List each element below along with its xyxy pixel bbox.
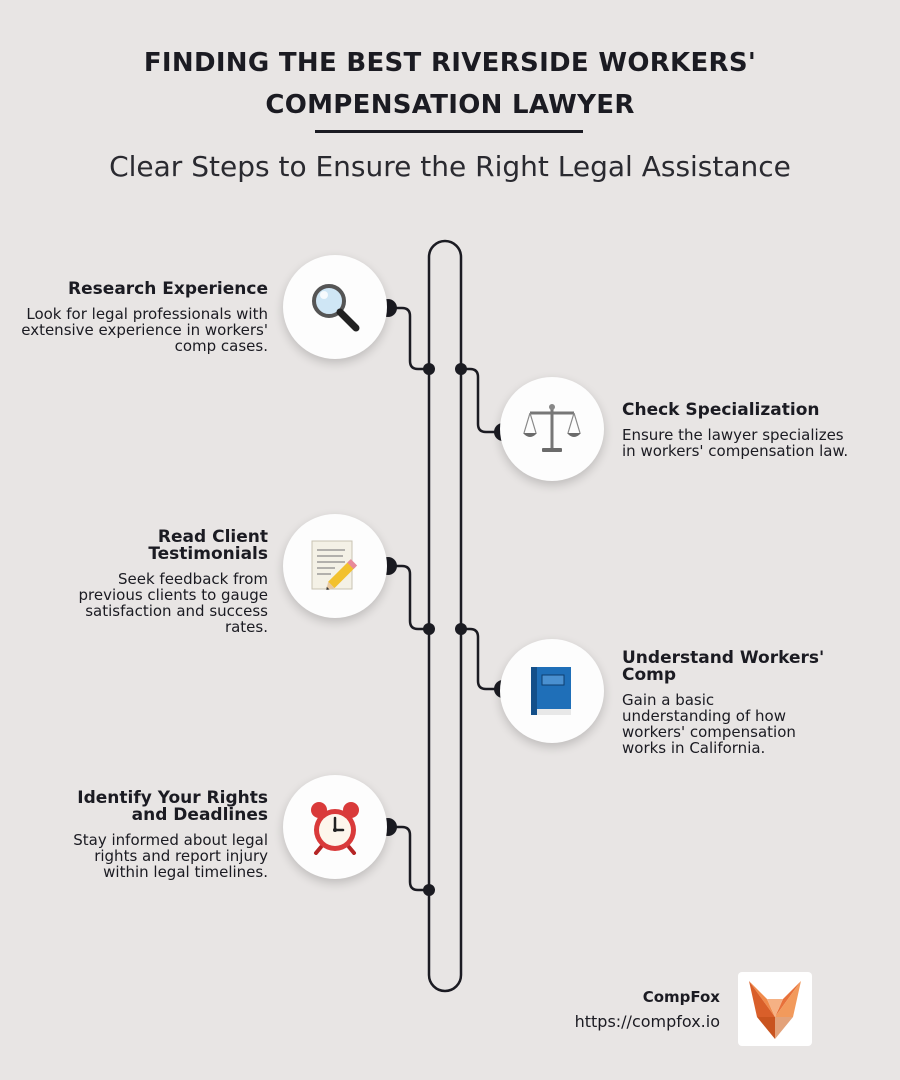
step-2-text: Check Specialization Ensure the lawyer s… [622,400,862,460]
blue-book-icon [531,667,571,715]
compfox-logo [738,972,812,1046]
step-5-title: Identify Your Rights and Deadlines [77,788,268,825]
page-subtitle: Clear Steps to Ensure the Right Legal As… [109,150,791,183]
fox-logo-icon [749,981,801,1039]
title-line-1: FINDING THE BEST RIVERSIDE WORKERS' [143,48,757,78]
memo-pencil-icon [311,540,358,590]
timeline-track [427,239,463,993]
step-4-icon-circle [500,639,604,743]
step-5-desc: Stay informed about legal rights and rep… [73,831,268,881]
title-line-2: COMPENSATION LAWYER [265,90,635,120]
step-5-text: Identify Your Rights and Deadlines Stay … [8,788,268,881]
step-3-desc: Seek feedback from previous clients to g… [78,570,268,636]
step-3-icon-circle [283,514,387,618]
step-4-desc: Gain a basic understanding of how worker… [622,691,796,757]
connector-step-1 [388,306,429,371]
step-2-icon-circle [500,377,604,481]
connector-step-3 [388,564,429,631]
step-4-text: Understand Workers' Comp Gain a basic un… [622,648,862,757]
brand-url[interactable]: https://compfox.io [574,1012,720,1031]
step-1-text: Research Experience Look for legal profe… [8,279,268,355]
scales-icon [523,404,581,452]
step-2-desc: Ensure the lawyer specializes in workers… [622,426,849,460]
node-step-1-track [423,363,435,375]
node-step-5-track [423,884,435,896]
step-5-icon-circle [283,775,387,879]
magnifying-glass-icon [312,284,360,332]
alarm-clock-icon [311,802,359,855]
step-4-title: Understand Workers' Comp [622,648,825,685]
step-3-title: Read Client Testimonials [148,527,268,564]
node-step-2-track [455,363,467,375]
step-1-title: Research Experience [68,279,268,299]
brand-name: CompFox [642,988,720,1006]
step-1-icon-circle [283,255,387,359]
connector-step-4 [461,627,503,691]
node-step-4-track [455,623,467,635]
step-1-desc: Look for legal professionals with extens… [21,305,268,355]
node-step-3-track [423,623,435,635]
page-title: FINDING THE BEST RIVERSIDE WORKERS' COMP… [0,42,900,126]
connector-step-2 [461,367,503,434]
step-3-text: Read Client Testimonials Seek feedback f… [8,527,268,636]
step-2-title: Check Specialization [622,400,820,420]
connector-step-5 [388,825,429,892]
title-divider [315,130,583,133]
